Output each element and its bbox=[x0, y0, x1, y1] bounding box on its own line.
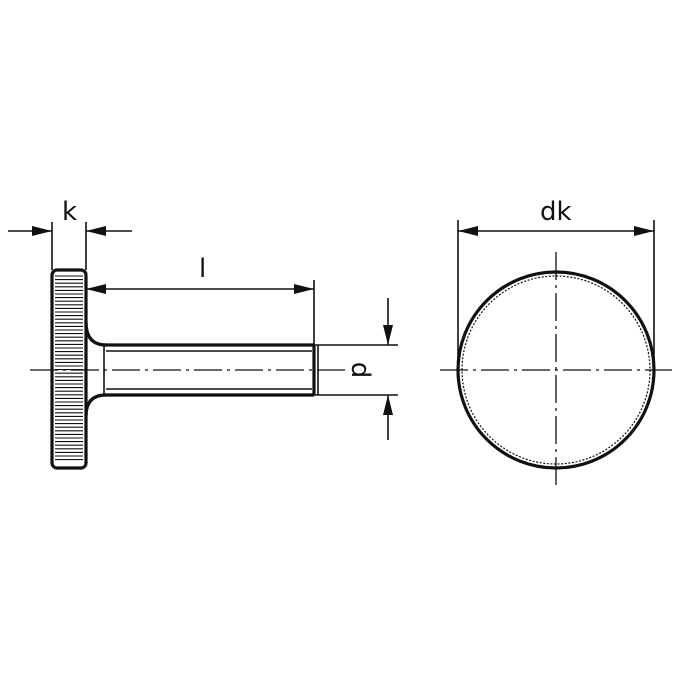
l-arrow-left bbox=[86, 284, 106, 294]
dk-label: dk bbox=[540, 197, 572, 227]
side-view: k l d bbox=[8, 197, 398, 470]
dk-arrow-right bbox=[634, 226, 654, 236]
k-arrow-right bbox=[86, 226, 106, 236]
k-label: k bbox=[62, 197, 77, 227]
neck-fillet-bottom bbox=[84, 393, 107, 417]
neck-fillet-top bbox=[84, 321, 107, 347]
front-view: dk bbox=[440, 197, 672, 486]
knurl-pattern bbox=[55, 275, 83, 461]
k-arrow-left bbox=[32, 226, 52, 236]
d-arrow-top bbox=[383, 325, 393, 345]
d-label: d bbox=[345, 362, 375, 379]
d-arrow-bottom bbox=[383, 395, 393, 415]
l-arrow-right bbox=[294, 284, 314, 294]
l-label: l bbox=[199, 254, 206, 284]
knurled-head bbox=[50, 268, 88, 470]
dk-arrow-left bbox=[458, 226, 478, 236]
